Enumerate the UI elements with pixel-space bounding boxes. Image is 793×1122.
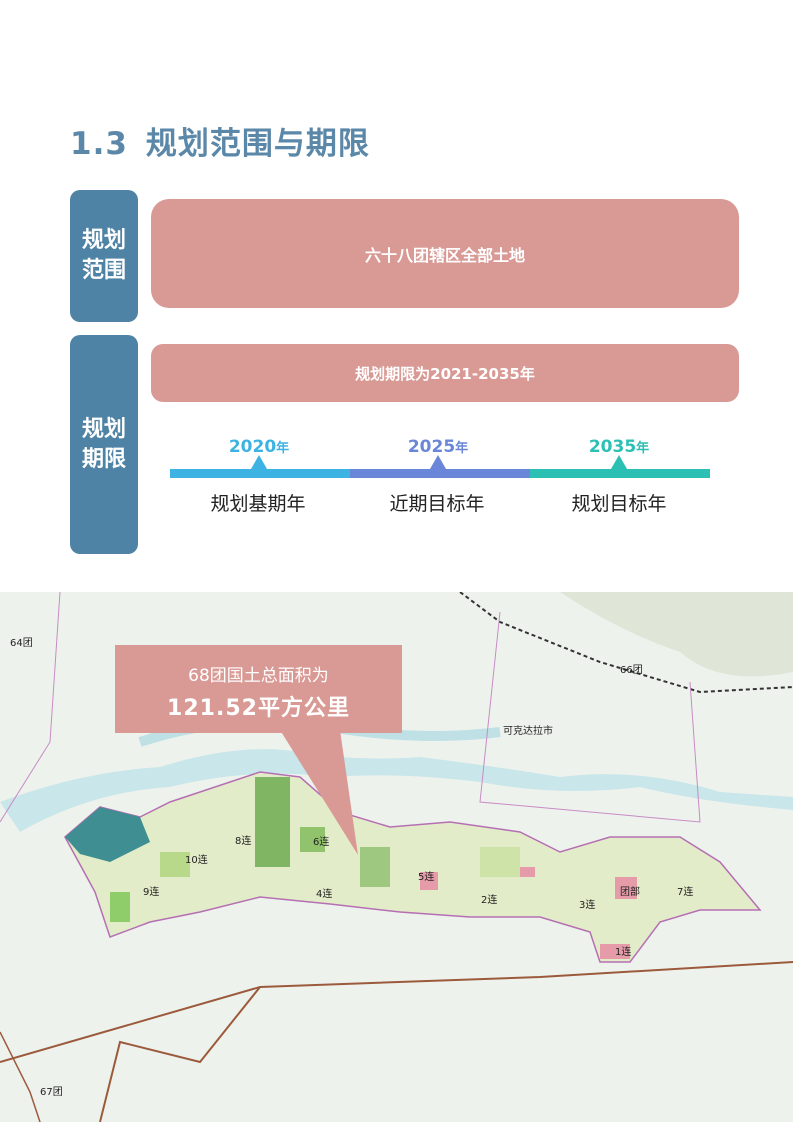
callout-line2: 121.52平方公里: [167, 696, 350, 721]
map-label-city: 可克达拉市: [503, 726, 553, 737]
scope-label-line2: 范围: [82, 258, 127, 283]
timeline-marker-3: [611, 455, 627, 469]
section-title: 规划范围与期限: [145, 126, 370, 162]
scope-label-line1: 规划: [82, 228, 127, 253]
map-label-c6: 6连: [313, 837, 330, 848]
map-label-66: 66团: [620, 665, 643, 676]
scope-box: 六十八团辖区全部土地: [151, 199, 739, 308]
map-label-c10: 10连: [185, 855, 208, 866]
map-label-64: 64团: [10, 638, 33, 649]
map-label-c4: 4连: [316, 889, 333, 900]
timeline-segment-3: [530, 469, 710, 478]
timeline-marker-1: [251, 455, 267, 469]
timeline-marker-2: [430, 455, 446, 469]
timeline-year-1: 2020年: [228, 437, 290, 457]
timeline-phase-3: 规划目标年: [571, 493, 667, 515]
period-content: 规划期限为2021-2035年: [355, 364, 535, 383]
period-label-line1: 规划: [82, 416, 127, 442]
timeline-segment-1: [170, 469, 350, 478]
period-box: 规划期限为2021-2035年: [151, 344, 739, 402]
timeline-phase-2: 近期目标年: [389, 493, 485, 515]
page-title: 1.3 规划范围与期限: [70, 118, 370, 163]
timeline-segment-2: [350, 469, 530, 478]
period-label: 规划期限: [70, 335, 138, 554]
timeline-phase-1: 规划基期年: [210, 493, 306, 515]
period-label-line2: 期限: [82, 446, 127, 472]
map-label-c1: 1连: [615, 947, 632, 958]
callout-pointer: [280, 730, 358, 855]
map-label-c2: 2连: [481, 895, 498, 906]
map-label-c5: 5连: [418, 872, 435, 883]
map-label-c8: 8连: [235, 836, 252, 847]
map-label-c7: 7连: [677, 887, 694, 898]
area-callout: 68团国土总面积为 121.52平方公里: [115, 645, 402, 733]
map-label-67: 67团: [40, 1087, 63, 1098]
scope-content: 六十八团辖区全部土地: [364, 245, 525, 265]
map-label-hq: 团部: [620, 887, 640, 898]
timeline-year-3: 2035年: [588, 437, 650, 457]
map-label-c3: 3连: [579, 900, 596, 911]
callout-line1: 68团国土总面积为: [188, 666, 329, 686]
timeline-year-2: 2025年: [407, 437, 469, 457]
scope-label: 规划范围: [70, 190, 138, 322]
map-label-c9: 9连: [143, 887, 160, 898]
section-number: 1.3: [70, 126, 128, 162]
